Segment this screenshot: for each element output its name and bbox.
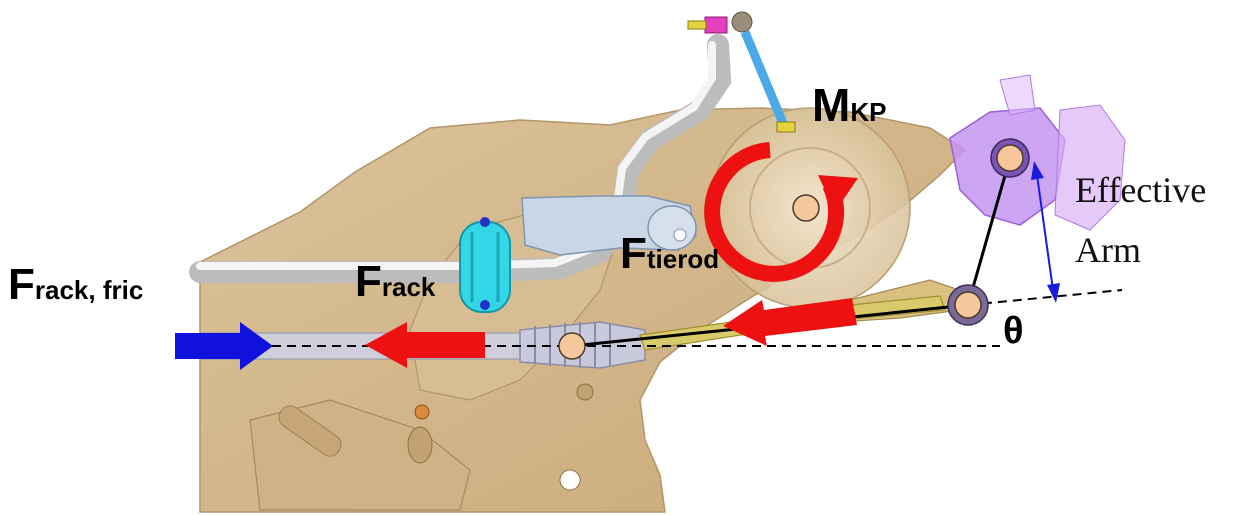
effective-arm-dimension-arrow xyxy=(1031,161,1060,303)
stabilizer-link-stud xyxy=(687,20,707,30)
f-tierod-sub: tierod xyxy=(646,244,720,274)
f-tierod-main: F xyxy=(620,229,647,278)
steering-arm-top-joint xyxy=(996,144,1024,172)
f-rack-fric-arrow xyxy=(175,322,273,370)
subframe-hole xyxy=(559,469,581,491)
steering-arm-line xyxy=(966,157,1012,306)
f-tierod-arrow xyxy=(723,298,857,346)
tierod-outer-joint xyxy=(954,291,982,319)
m-kp-moment-arrow xyxy=(704,142,858,282)
subframe-hole xyxy=(407,426,433,464)
m-kp-sub: KP xyxy=(850,97,887,127)
theta-label: θ xyxy=(1003,310,1024,352)
f-rack-fric-label: Frack, fric xyxy=(8,263,143,307)
effective-arm-label-line1: Effective xyxy=(1075,170,1207,210)
stabilizer-link xyxy=(740,30,790,130)
f-rack-arrow xyxy=(365,322,485,368)
f-rack-fric-main: F xyxy=(8,260,35,309)
f-rack-label: Frack xyxy=(355,260,435,304)
rack-joint xyxy=(558,332,586,360)
subframe-slot xyxy=(278,405,342,457)
stabilizer-link-lower xyxy=(776,121,796,133)
f-rack-fric-sub: rack, fric xyxy=(34,275,144,305)
stabilizer-bushing xyxy=(459,217,511,313)
mount-bolt xyxy=(414,404,430,420)
m-kp-label: MKP xyxy=(812,82,886,128)
stabilizer-link-ball xyxy=(731,11,753,33)
kingpin-joint xyxy=(792,194,820,222)
tierod-extension-dashed-line xyxy=(967,289,1123,306)
subframe-hole xyxy=(576,383,594,401)
f-tierod-label: Ftierod xyxy=(620,232,719,276)
hub xyxy=(1054,104,1126,231)
stabilizer-link-nut xyxy=(704,16,728,34)
f-rack-sub: rack xyxy=(381,272,436,302)
m-kp-main: M xyxy=(812,79,851,131)
stabilizer-bar xyxy=(189,34,732,283)
hub-flange xyxy=(999,74,1036,116)
bracket-eye-hole xyxy=(673,228,687,242)
f-rack-main: F xyxy=(355,257,382,306)
stabilizer-bar-highlight xyxy=(196,41,716,270)
effective-arm-label-line2: Arm xyxy=(1075,230,1141,270)
